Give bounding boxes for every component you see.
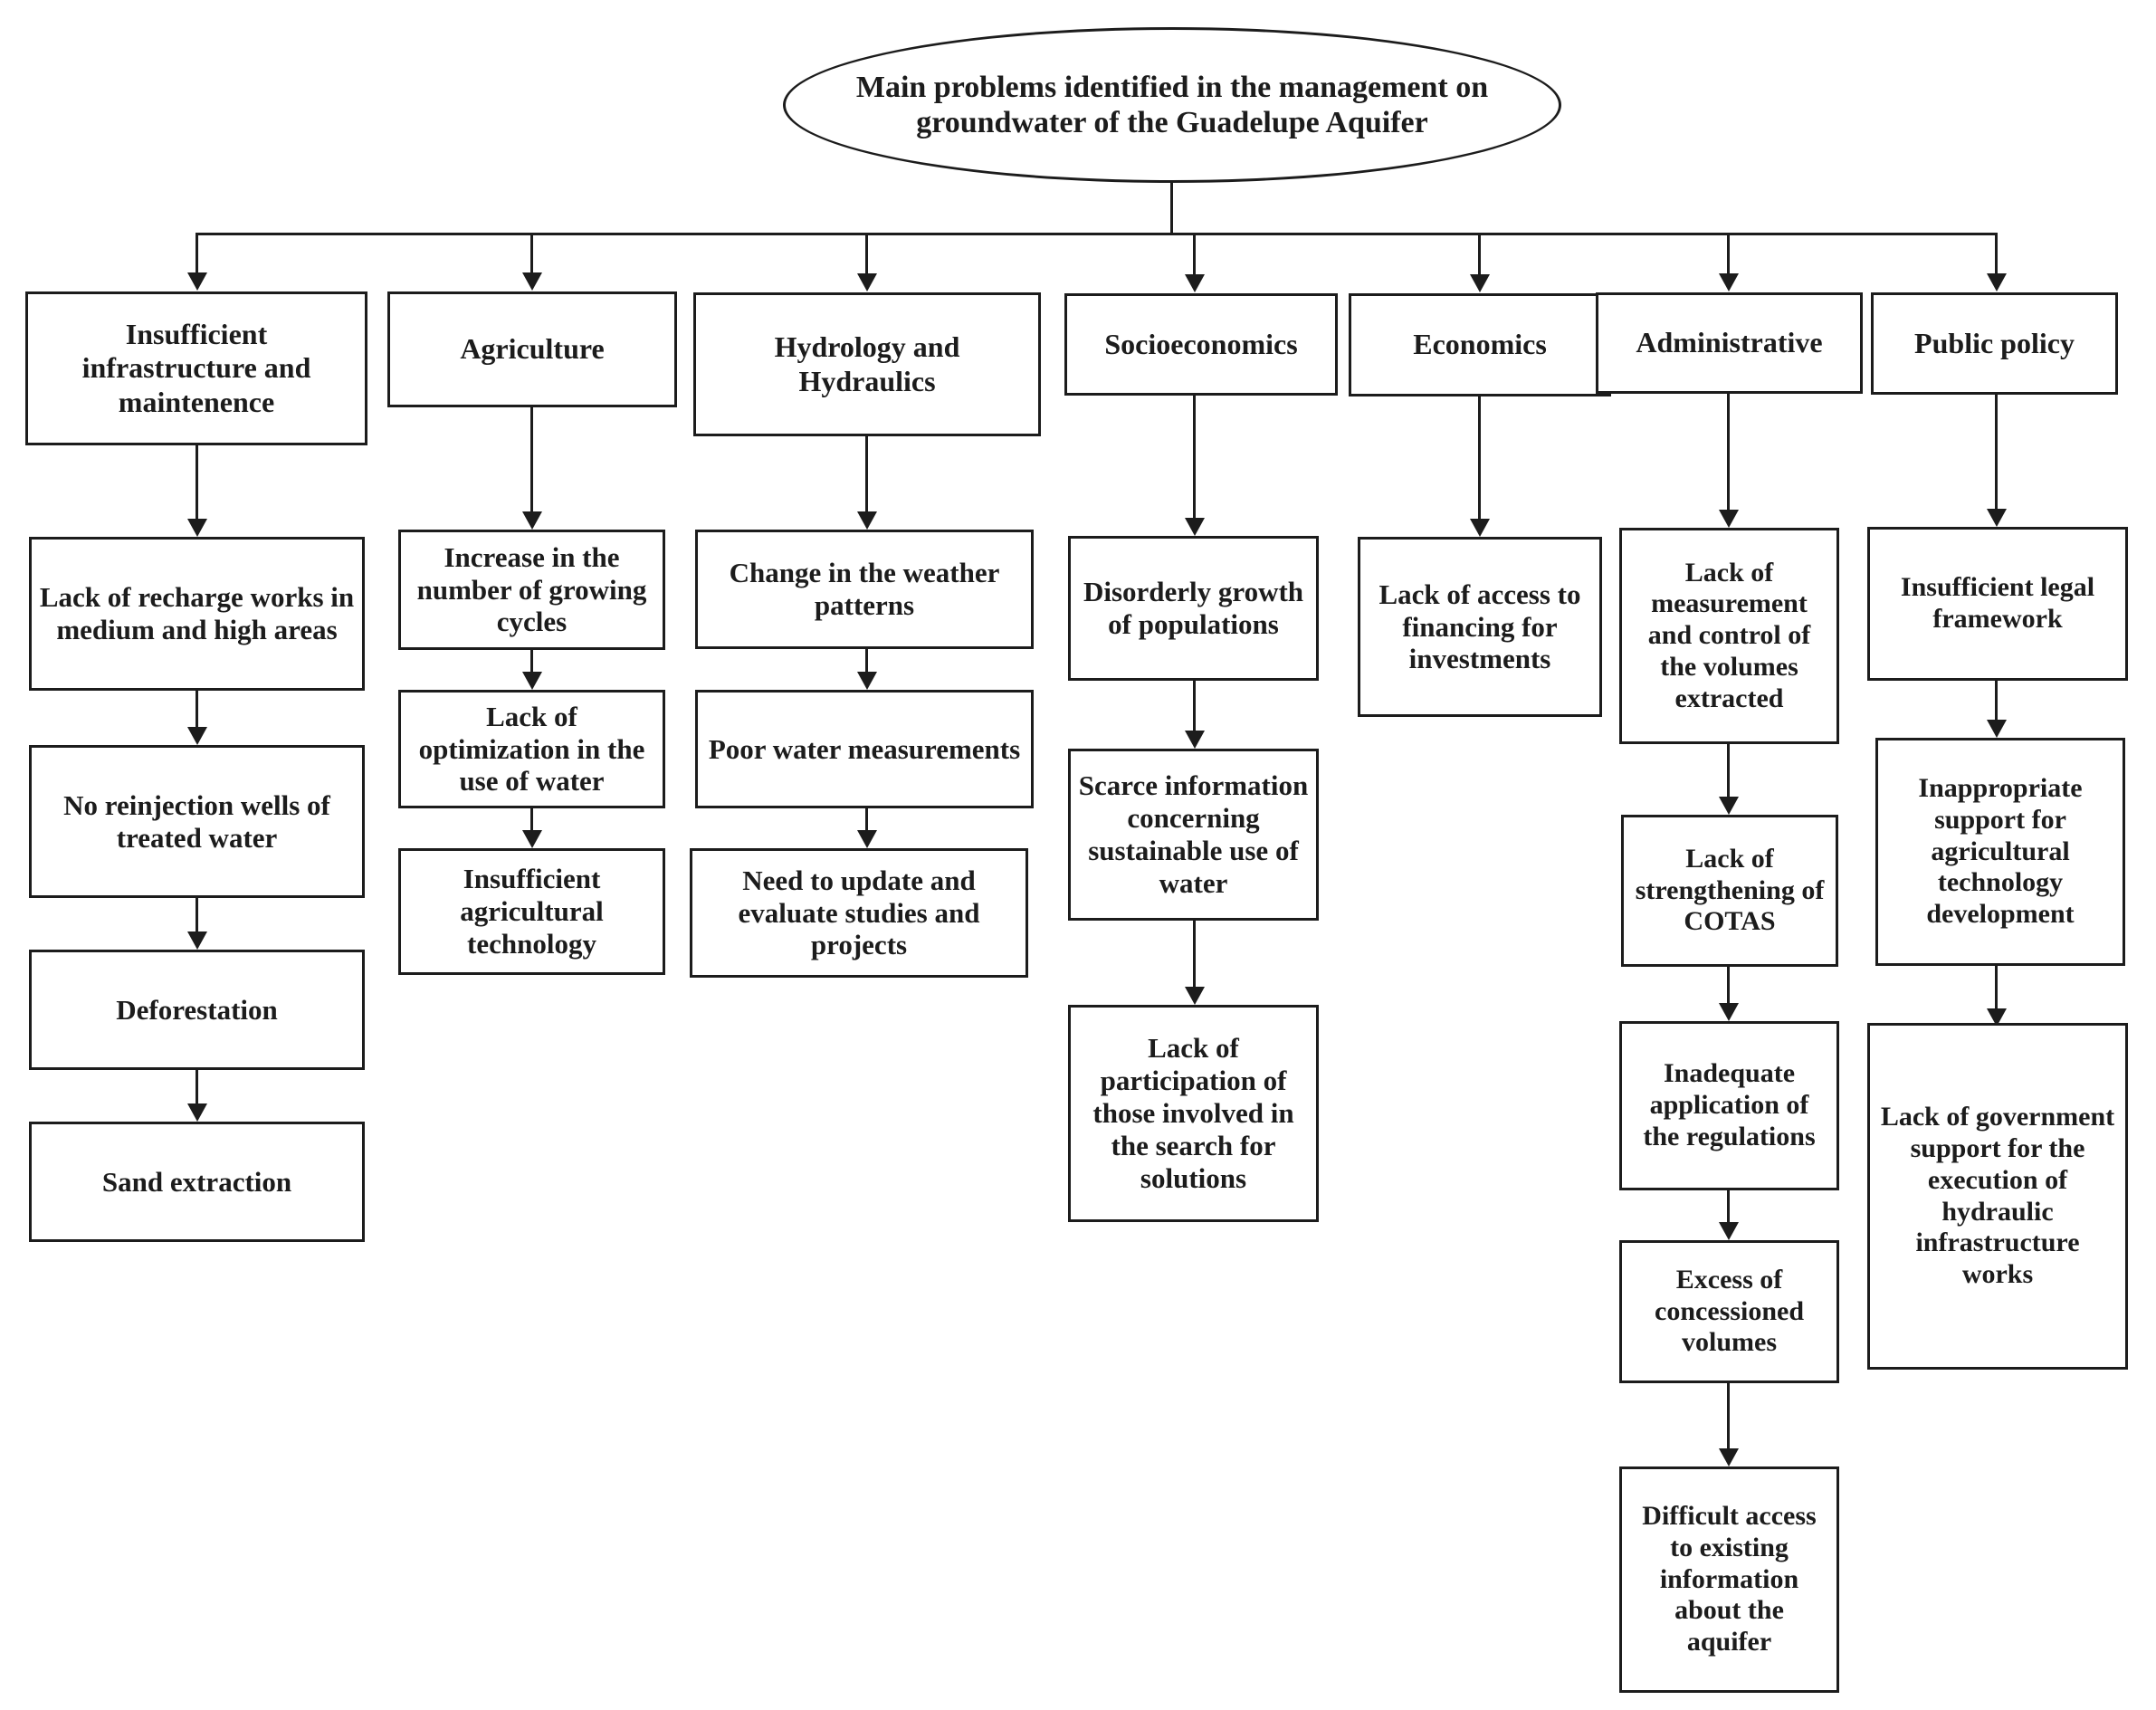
item-box-concessioned-volumes: Excess of concessioned volumes bbox=[1619, 1240, 1839, 1383]
item-box-water-measurements: Poor water measurements bbox=[695, 690, 1034, 808]
connector-bus bbox=[196, 233, 1998, 235]
arrow-col2-2 bbox=[530, 650, 533, 672]
arrow-bus-col4 bbox=[1193, 234, 1196, 274]
arrow-col1-3 bbox=[196, 898, 198, 931]
category-box-public-policy: Public policy bbox=[1871, 292, 2118, 395]
item-box-inappropriate-support: Inappropriate support for agricultural t… bbox=[1875, 738, 2125, 966]
arrow-bus-col2 bbox=[530, 234, 533, 272]
arrow-col4-1 bbox=[1193, 396, 1196, 518]
item-box-weather-patterns: Change in the weather patterns bbox=[695, 530, 1034, 649]
arrow-col7-3 bbox=[1995, 966, 1998, 1008]
item-box-cotas-strengthening: Lack of strengthening of COTAS bbox=[1621, 815, 1838, 967]
arrow-col1-2 bbox=[196, 691, 198, 727]
item-box-lack-participation: Lack of participation of those involved … bbox=[1068, 1005, 1319, 1222]
arrow-bus-col5 bbox=[1478, 234, 1481, 274]
category-box-socioeconomics: Socioeconomics bbox=[1064, 293, 1338, 396]
arrow-bus-col3 bbox=[865, 234, 868, 273]
arrow-col3-2 bbox=[865, 649, 868, 672]
category-box-economics: Economics bbox=[1349, 293, 1611, 396]
arrow-bus-col1 bbox=[196, 234, 198, 272]
arrow-col6-3 bbox=[1727, 967, 1730, 1003]
category-box-hydrology: Hydrology and Hydraulics bbox=[693, 292, 1041, 436]
arrow-bus-col7 bbox=[1995, 234, 1998, 273]
item-box-scarce-information: Scarce information concerning sustainabl… bbox=[1068, 749, 1319, 921]
category-box-infrastructure: Insufficient infrastructure and maintene… bbox=[25, 291, 367, 445]
item-box-deforestation: Deforestation bbox=[29, 950, 365, 1070]
arrow-col4-3 bbox=[1193, 921, 1196, 987]
category-box-agriculture: Agriculture bbox=[387, 291, 677, 407]
arrow-col3-3 bbox=[865, 808, 868, 830]
item-box-difficult-access-information: Difficult access to existing information… bbox=[1619, 1466, 1839, 1693]
item-box-government-support: Lack of government support for the execu… bbox=[1867, 1023, 2128, 1370]
arrow-col6-5 bbox=[1727, 1383, 1730, 1448]
item-box-update-studies: Need to update and evaluate studies and … bbox=[690, 848, 1028, 978]
arrow-col1-1 bbox=[196, 445, 198, 519]
arrow-col6-2 bbox=[1727, 744, 1730, 797]
item-box-water-optimization: Lack of optimization in the use of water bbox=[398, 690, 665, 808]
item-box-sand-extraction: Sand extraction bbox=[29, 1122, 365, 1242]
arrow-col6-1 bbox=[1727, 394, 1730, 510]
item-box-recharge-works: Lack of recharge works in medium and hig… bbox=[29, 537, 365, 691]
arrow-col5-1 bbox=[1478, 396, 1481, 519]
category-box-administrative: Administrative bbox=[1596, 292, 1863, 394]
item-box-volume-measurement: Lack of measurement and control of the v… bbox=[1619, 528, 1839, 744]
root-node: Main problems identified in the manageme… bbox=[783, 27, 1561, 183]
item-box-agricultural-technology: Insufficient agricultural technology bbox=[398, 848, 665, 975]
item-box-reinjection-wells: No reinjection wells of treated water bbox=[29, 745, 365, 898]
arrow-col6-4 bbox=[1727, 1190, 1730, 1222]
arrow-bus-col6 bbox=[1727, 234, 1730, 273]
item-box-legal-framework: Insufficient legal framework bbox=[1867, 527, 2128, 681]
item-box-inadequate-regulations: Inadequate application of the regulation… bbox=[1619, 1021, 1839, 1190]
arrow-col2-1 bbox=[530, 407, 533, 511]
arrow-col3-1 bbox=[865, 436, 868, 511]
arrow-col1-4 bbox=[196, 1070, 198, 1103]
arrow-col7-2 bbox=[1995, 681, 1998, 720]
item-box-population-growth: Disorderly growth of populations bbox=[1068, 536, 1319, 681]
connector-trunk bbox=[1170, 181, 1173, 234]
arrow-col2-3 bbox=[530, 808, 533, 830]
item-box-financing-access: Lack of access to financing for investme… bbox=[1358, 537, 1602, 717]
arrow-col4-2 bbox=[1193, 681, 1196, 731]
arrow-col7-1 bbox=[1995, 395, 1998, 509]
item-box-growing-cycles: Increase in the number of growing cycles bbox=[398, 530, 665, 650]
